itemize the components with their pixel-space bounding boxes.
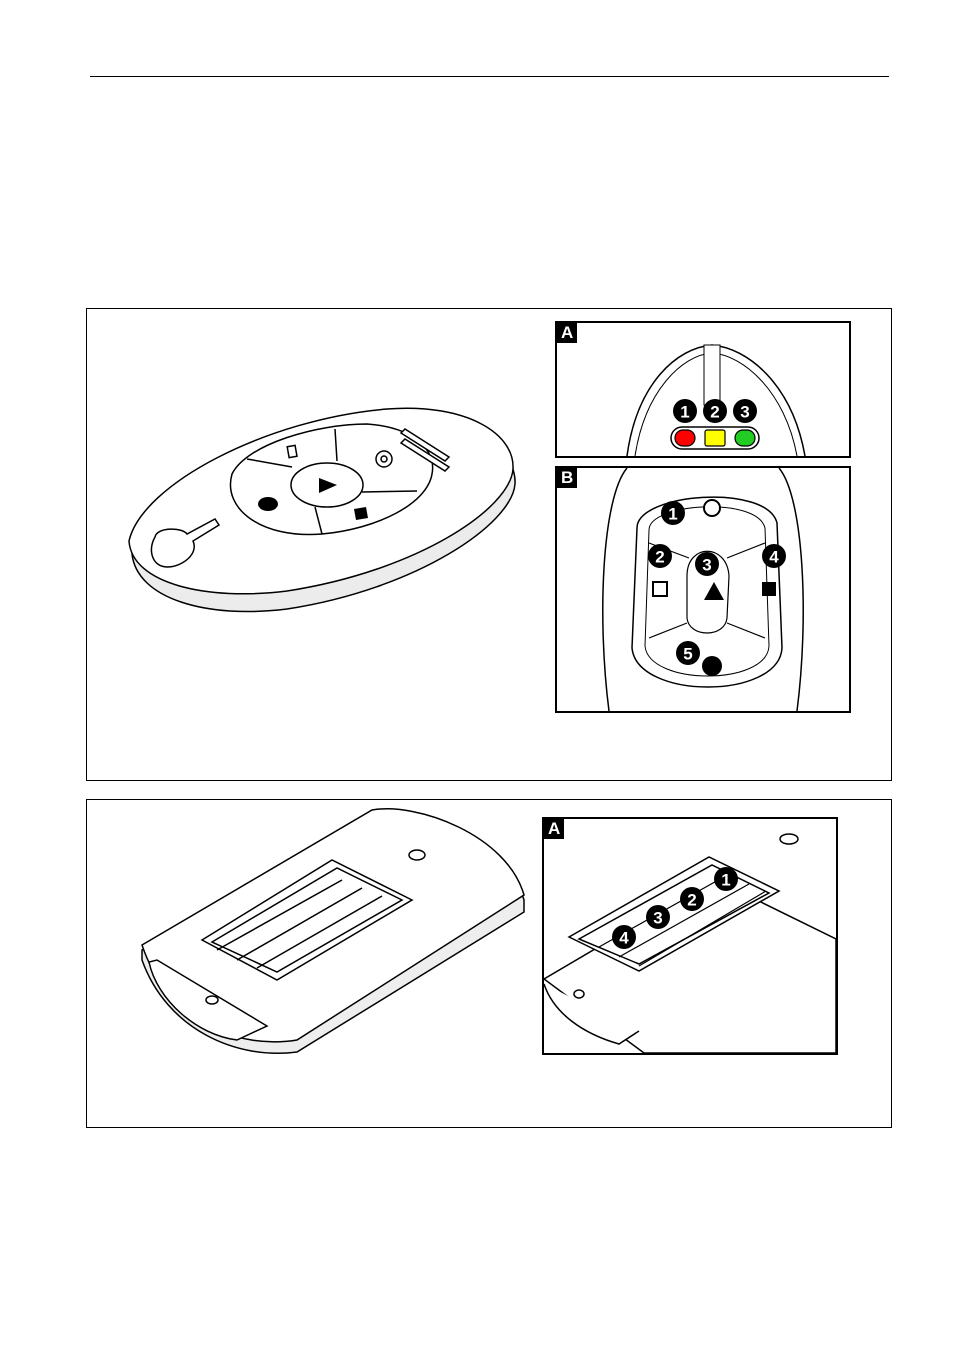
callout-number: 2 [710,403,719,422]
led-indicator [734,429,756,447]
callout-marker [733,399,757,423]
led-indicator [704,429,726,447]
inset-a-button-numbers: A 1 2 3 4 [542,817,838,1055]
callout-number: 4 [769,548,779,567]
callout-marker [646,905,670,929]
callout-number: 5 [683,645,692,664]
callout-number: 1 [668,505,677,524]
figure-oval-keyfob: A 1 2 3 B 1 2 3 4 5 [86,308,892,781]
inset-a-led-indicators: A 1 2 3 [555,321,851,458]
triangle-icon [704,582,724,600]
inset-tag: B [557,468,578,488]
callout-number: 3 [740,403,749,422]
square-filled-icon [762,582,776,596]
callout-number: 2 [655,548,664,567]
callout-marker [703,399,727,423]
play-icon [319,478,337,493]
callout-marker [714,867,738,891]
callout-number: 4 [619,929,629,948]
inset-b-button-layout: B 1 2 3 4 5 [555,466,851,713]
inset-tag: A [544,819,565,839]
callout-number: 3 [702,556,711,575]
oval-keyfob-drawing [128,407,516,613]
callout-number: 3 [653,909,662,928]
callout-marker [680,887,704,911]
circle-filled-icon [702,656,722,676]
callout-marker [612,925,636,949]
callout-marker [695,552,719,576]
callout-number: 2 [687,891,696,910]
callout-marker [661,501,685,525]
rectangular-keyfob-drawing [141,808,525,1054]
callout-number: 1 [680,403,689,422]
callout-marker [673,399,697,423]
figure-rectangular-keyfob: A 1 2 3 4 [86,799,892,1128]
callout-number: 1 [721,871,730,890]
led-indicator [674,429,696,447]
circle-outline-icon [703,499,721,517]
callout-marker [676,641,700,665]
callout-marker [762,544,786,568]
led-panel-drawing: 1 2 3 [626,344,806,456]
button-layout-drawing: 1 2 3 4 5 [602,468,804,711]
callout-marker [648,544,672,568]
header-rule [90,76,889,77]
inset-tag: A [557,323,578,343]
square-outline-icon [652,581,668,597]
button-numbers-drawing: 1 2 3 4 [544,833,836,1053]
